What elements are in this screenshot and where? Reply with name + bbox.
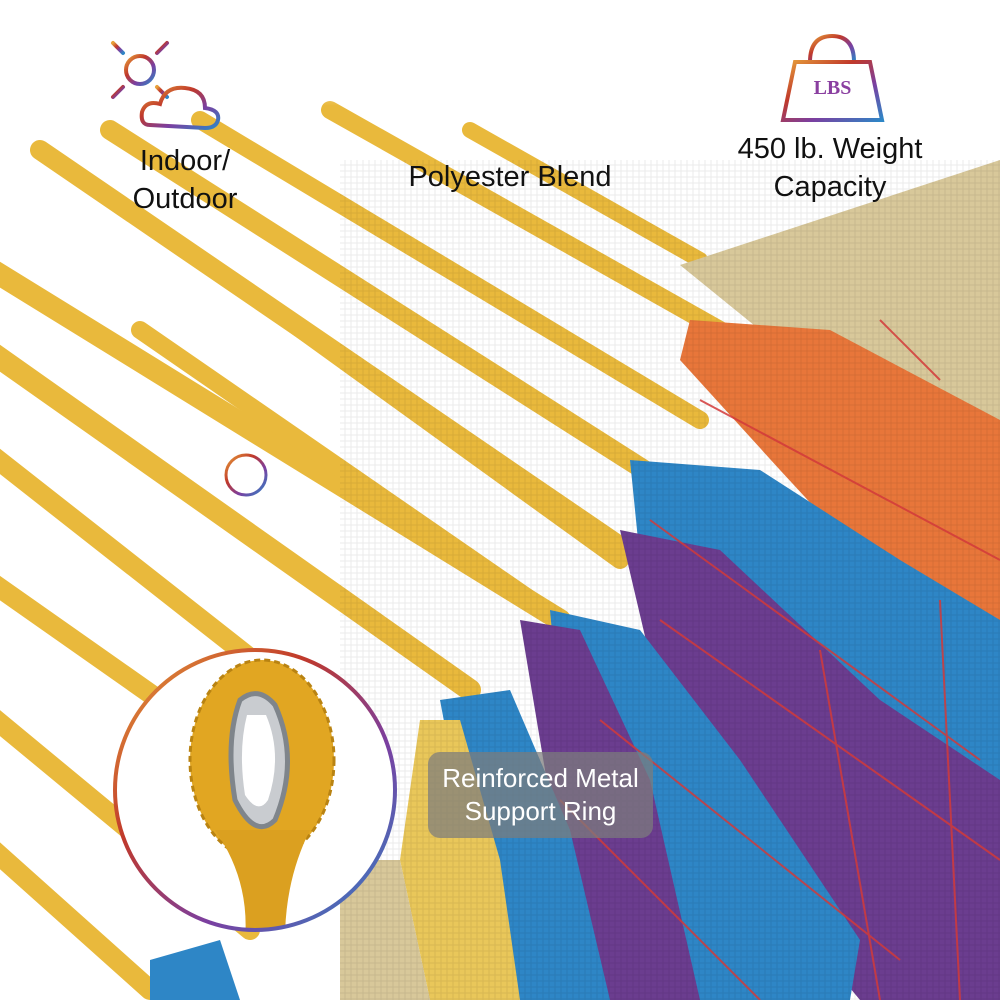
fabric-grid-icon xyxy=(463,42,555,134)
weight-icon xyxy=(780,33,885,122)
callout-line: Reinforced Metal xyxy=(442,763,639,793)
feature-label-line: Polyester Blend xyxy=(408,161,612,193)
support-ring-callout: Reinforced Metal Support Ring xyxy=(428,752,653,838)
weight-icon-label: LBS xyxy=(813,77,852,99)
feature-label-line: Capacity xyxy=(773,171,887,203)
detail-marker xyxy=(224,453,268,497)
sun-cloud-icon xyxy=(100,28,221,131)
feature-weight-capacity: 450 lb. Weight Capacity xyxy=(720,130,940,206)
callout-line: Support Ring xyxy=(464,796,617,826)
feature-label-line: Indoor/ xyxy=(139,145,231,177)
feature-label-line: Outdoor xyxy=(132,183,238,215)
feature-label-line: 450 lb. Weight xyxy=(737,133,923,165)
detail-magnifier xyxy=(113,648,397,932)
feature-indoor-outdoor: Indoor/ Outdoor xyxy=(110,142,260,218)
feature-polyester-blend: Polyester Blend xyxy=(390,158,630,196)
